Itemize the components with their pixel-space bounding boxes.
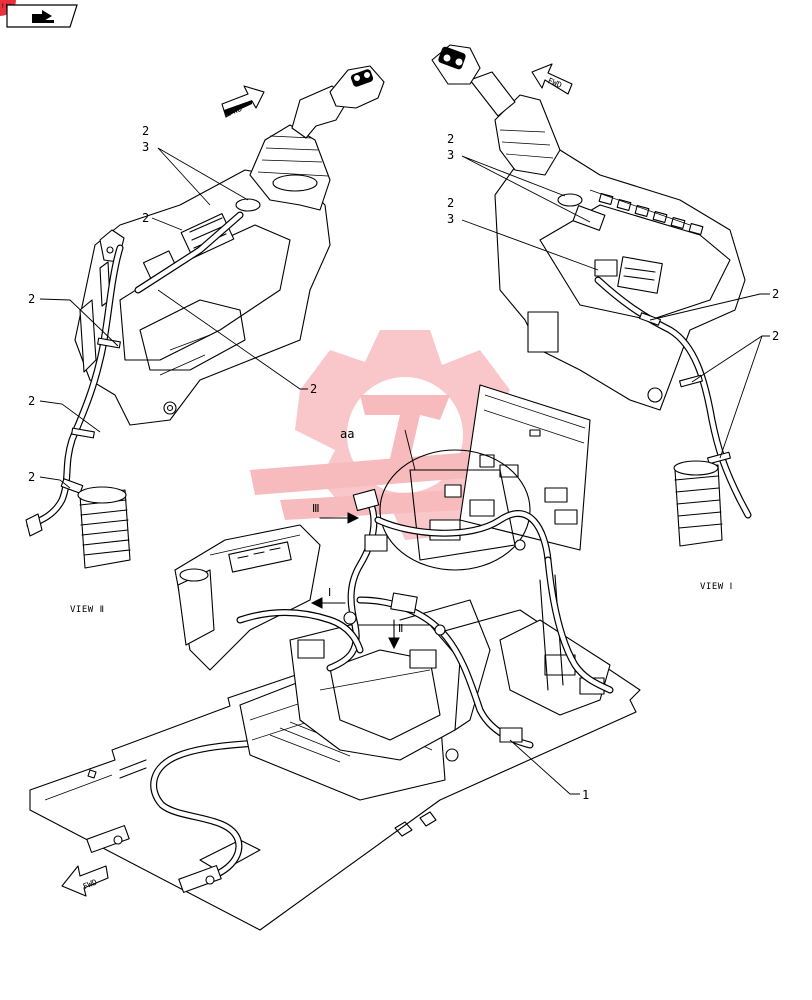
- arrow-label-ii: Ⅱ: [398, 622, 403, 635]
- callout-3: 3: [447, 212, 454, 226]
- main-harness: [236, 488, 614, 749]
- callouts-left: 2 3 2 2 2 2 2: [28, 124, 317, 489]
- callouts-right: 2 3 2 3 2 2: [447, 132, 779, 459]
- view-arrow-ii: Ⅱ: [388, 619, 403, 650]
- fwd-arrow-top-right: FWD: [531, 63, 573, 95]
- fwd-arrow-bottom-left: FWD: [61, 865, 109, 897]
- view-i-label: VIEW Ⅰ: [700, 582, 733, 592]
- callout-2: 2: [772, 287, 779, 301]
- callout-2: 2: [310, 382, 317, 396]
- detail-label: aa: [340, 427, 354, 441]
- callout-2: 2: [447, 196, 454, 210]
- view-arrow-iii: Ⅲ: [312, 502, 360, 524]
- view-ii-label: VIEW Ⅱ: [70, 605, 105, 615]
- back-button[interactable]: [6, 4, 78, 28]
- callout-2: 2: [772, 329, 779, 343]
- callout-2: 2: [28, 292, 35, 306]
- callout-3: 3: [142, 140, 149, 154]
- arrow-label-i: Ⅰ: [328, 586, 331, 599]
- left-joystick-assembly: [25, 65, 385, 569]
- callout-3: 3: [447, 148, 454, 162]
- callout-main-1: 1: [509, 739, 589, 802]
- callout-1: 1: [582, 788, 589, 802]
- back-arrow-icon: [32, 10, 54, 23]
- callout-2: 2: [447, 132, 454, 146]
- view-arrow-i: Ⅰ: [310, 586, 346, 609]
- controller-box: [459, 384, 591, 551]
- callout-2: 2: [142, 124, 149, 138]
- arrow-label-iii: Ⅲ: [312, 502, 320, 515]
- fwd-arrow-top-left: FWD: [221, 85, 265, 118]
- callout-2: 2: [142, 211, 149, 225]
- callout-2: 2: [28, 394, 35, 408]
- seat-assembly: [174, 524, 611, 801]
- callout-2: 2: [28, 470, 35, 484]
- right-joystick-assembly: [431, 44, 752, 547]
